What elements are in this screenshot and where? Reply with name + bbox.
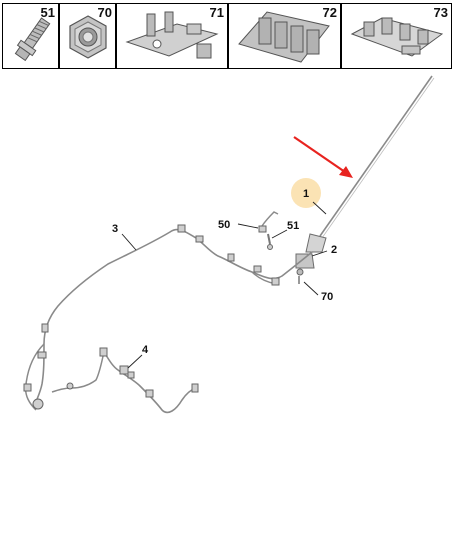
callout-3: 3 <box>112 223 118 235</box>
part-cell-72[interactable]: 72 <box>228 3 341 69</box>
red-arrow-icon <box>293 136 353 178</box>
antenna-rod <box>319 75 433 237</box>
callout-51: 51 <box>287 220 299 232</box>
connector-block-icon <box>238 11 330 63</box>
part-number: 71 <box>209 5 224 20</box>
hex-nut-icon <box>69 15 107 59</box>
harness-4 <box>103 351 197 414</box>
part-cell-71[interactable]: 71 <box>116 3 228 69</box>
nut-70 <box>296 268 304 276</box>
callout-4: 4 <box>142 344 149 356</box>
part-number: 72 <box>322 5 337 20</box>
highlight-circle <box>291 178 321 208</box>
harness-3 <box>33 228 313 409</box>
callout-1: 1 <box>303 188 309 200</box>
part-number: 73 <box>433 5 448 20</box>
callout-70: 70 <box>321 291 333 303</box>
part-number: 51 <box>40 5 55 20</box>
bracket-icon <box>125 11 219 59</box>
part-number: 70 <box>97 5 112 20</box>
callout-50: 50 <box>218 219 230 231</box>
part-cell-70[interactable]: 70 <box>59 3 116 69</box>
screw-icon <box>14 17 51 62</box>
connector-holder-icon <box>350 17 444 57</box>
part-cell-73[interactable]: 73 <box>341 3 452 69</box>
part-cell-51[interactable]: 51 <box>2 3 59 69</box>
antenna-mount <box>295 253 315 269</box>
callout-2: 2 <box>331 244 337 256</box>
antenna-base <box>305 233 327 253</box>
